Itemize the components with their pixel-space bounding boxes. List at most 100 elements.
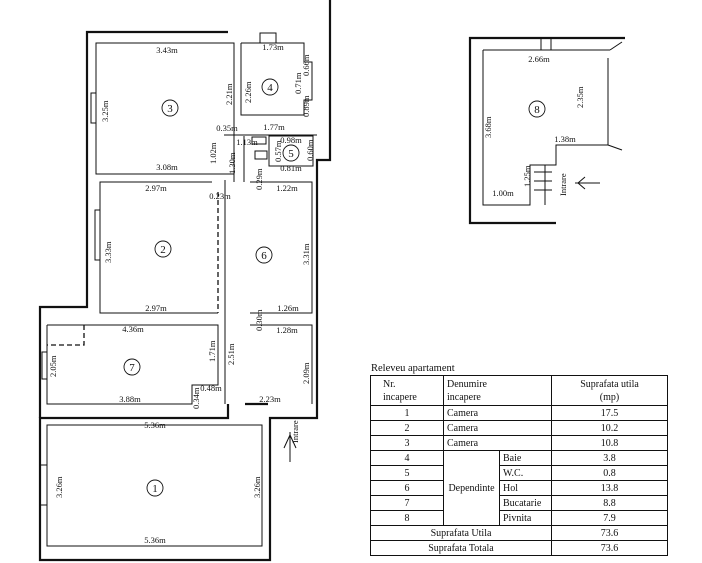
dim-label: 0.29m [254,168,264,190]
dim-label: 0.57m [273,140,283,162]
dim-label: 1.30m [227,152,237,174]
table-cell: 4 [370,450,444,466]
table-cell: 10.8 [551,435,668,451]
dim-label: 1.73m [262,42,284,52]
main-outline [38,0,332,562]
table-row: 1 Camera 17.5 [370,405,668,421]
table-cell: Pivnita [499,510,552,526]
dim-label: 3.43m [156,45,178,55]
room-3-walls [90,42,235,175]
dim-label: 2.51m [226,343,236,365]
table-cell: 10.2 [551,420,668,436]
dim-label: 0.60m [305,139,315,161]
room-4-number: 4 [267,82,273,94]
room-7-walls [41,324,219,405]
table-row: 7 Bucatarie 8.8 [370,495,668,511]
dim-label: 2.97m [145,303,167,313]
table-cell: 73.6 [551,525,668,541]
dim-label: 1.00m [492,188,514,198]
table-cell: Camera [443,420,552,436]
dim-label: 1.02m [208,142,218,164]
dim-label: 0.48m [200,383,222,393]
table-cell: 2 [370,420,444,436]
table-row: 2 Camera 10.2 [370,420,668,436]
table-cell: 8.8 [551,495,668,511]
legend-title: Releveu apartament [371,363,455,374]
dim-label: 3.68m [483,116,493,138]
cellar-outline [468,36,625,225]
dim-label: 3.31m [301,243,311,265]
dim-label: 5.36m [144,535,166,545]
table-row: 3 Camera 10.8 [370,435,668,451]
dim-label: 2.66m [528,54,550,64]
dim-label: 0.66m [301,54,311,76]
dim-label: 1.77m [263,122,285,132]
dim-label: 2.35m [575,86,585,108]
dim-label: 2.21m [224,83,234,105]
dim-label: 2.09m [301,362,311,384]
dim-label: 2.26m [243,81,253,103]
room-3-number: 3 [167,103,173,115]
table-row: 8 Pivnita 7.9 [370,510,668,526]
table-row: 6 Hol 13.8 [370,480,668,496]
room-1-number: 1 [152,483,158,495]
cellar-entrance-label: Intrare [558,173,568,196]
table-cell: 17.5 [551,405,668,421]
dim-label: 2.97m [145,183,167,193]
group-cell: Dependinte [443,450,500,526]
table-cell: 6 [370,480,444,496]
room-1-walls [39,424,263,547]
dim-label: 1.28m [276,325,298,335]
table-cell: Suprafata Totala [370,540,552,556]
dim-label: 0.30m [254,309,264,331]
table-cell: 3.8 [551,450,668,466]
dim-label: 2.05m [48,355,58,377]
dimension-labels: 3.43m 3.25m 3.08m 2.21m 1.73m 2.26m 0.66… [48,42,585,545]
room-6-number: 6 [261,250,267,262]
dim-label: 1.25m [522,165,532,187]
room-labels: 3 4 5 2 6 7 1 8 [123,78,546,497]
dim-label: 1.71m [207,340,217,362]
dim-label: 0.23m [209,191,231,201]
table-cell: 73.6 [551,540,668,556]
header-nr: Nr.incapere [370,375,444,406]
dim-label: 3.25m [100,100,110,122]
table-cell: Camera [443,435,552,451]
room-7-number: 7 [129,362,135,374]
room-2-number: 2 [160,244,166,256]
dim-label: 2.23m [259,394,281,404]
dim-label: 3.08m [156,162,178,172]
table-cell: 13.8 [551,480,668,496]
dim-label: 1.38m [554,134,576,144]
table-cell: Baie [499,450,552,466]
dim-label: 3.88m [119,394,141,404]
dim-label: 1.13m [236,137,258,147]
total-row: Suprafata Totala 73.6 [370,540,668,556]
dim-label: 0.71m [293,72,303,94]
table-row: 5 W.C. 0.8 [370,465,668,481]
table-cell: 5 [370,465,444,481]
room-5-walls [224,134,317,182]
room-2-walls [94,181,219,314]
table-cell: Camera [443,405,552,421]
table-cell: 0.8 [551,465,668,481]
room-6-walls [224,180,313,404]
table-cell: 7.9 [551,510,668,526]
main-entrance-label: Intrare [290,420,300,443]
dim-label: 1.22m [276,183,298,193]
dim-label: 0.35m [216,123,238,133]
dim-label: 1.26m [277,303,299,313]
dim-label: 0.98m [280,135,302,145]
table-cell: 7 [370,495,444,511]
table-cell: Bucatarie [499,495,552,511]
table-cell: 3 [370,435,444,451]
dim-label: 0.81m [280,163,302,173]
table-cell: 8 [370,510,444,526]
dim-label: 5.36m [144,420,166,430]
room-5-number: 5 [288,148,294,160]
dim-label: 3.26m [54,476,64,498]
